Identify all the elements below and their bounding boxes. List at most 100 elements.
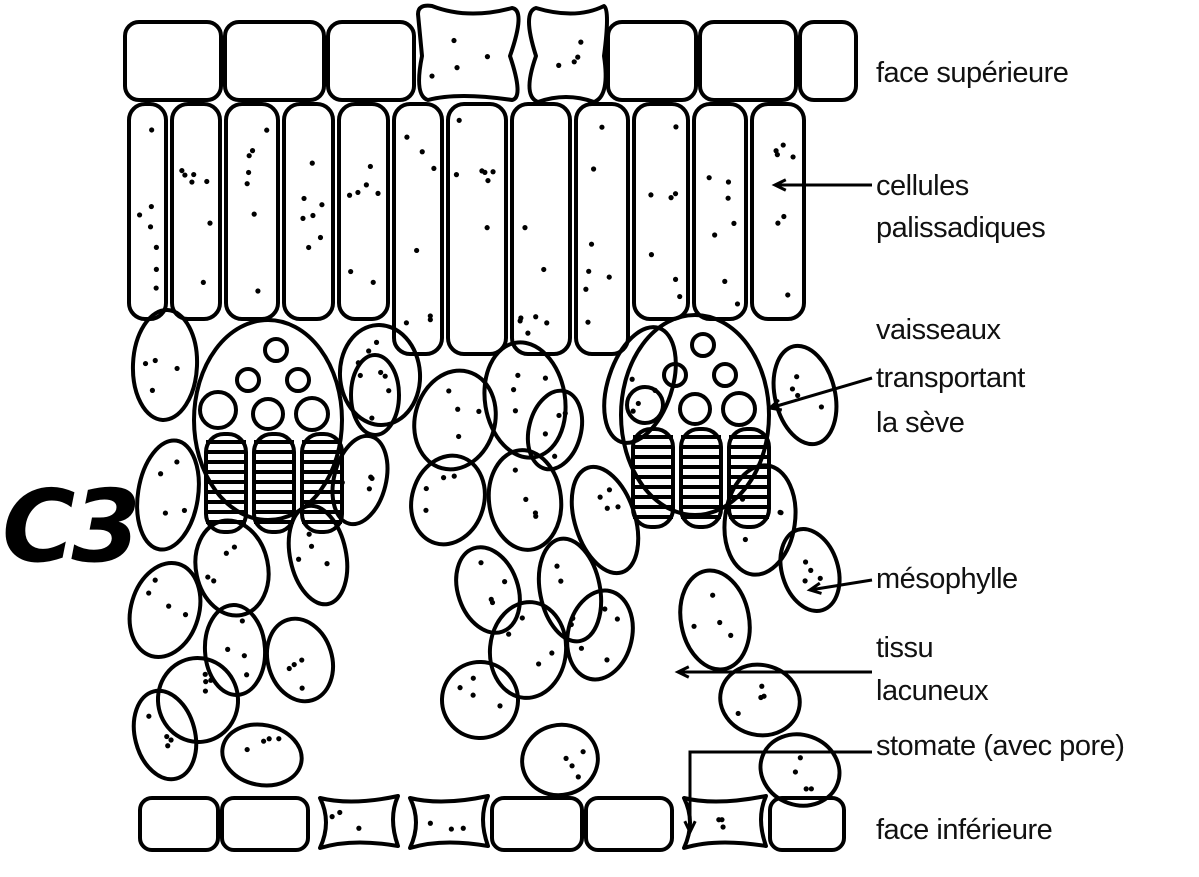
cell-dot [803, 559, 808, 564]
cell-dot [245, 747, 250, 752]
cell-dot [478, 560, 483, 565]
cell-dot [602, 606, 607, 611]
cell-dot [149, 204, 154, 209]
cell-dot [166, 604, 171, 609]
cell-dot [428, 821, 433, 826]
cell-dot [301, 196, 306, 201]
upper-epidermis-cell [125, 22, 221, 100]
palisade-cell [172, 104, 220, 319]
stomatal-guard-cell [529, 6, 607, 102]
cell-dot [364, 182, 369, 187]
cell-dot [250, 148, 255, 153]
cell-dot [245, 181, 250, 186]
cell-dot [454, 172, 459, 177]
cell-dot [150, 388, 155, 393]
cell-dot [544, 320, 549, 325]
label-vessels-line3: la sève [876, 405, 964, 441]
cell-dot [348, 269, 353, 274]
cell-dot [513, 408, 518, 413]
cell-dot [652, 388, 657, 393]
cell-dot [485, 225, 490, 230]
cell-dot [369, 415, 374, 420]
cell-dot [454, 65, 459, 70]
label-palisade-line1: cellules [876, 168, 969, 204]
cell-dot [536, 661, 541, 666]
cell-dot [818, 576, 823, 581]
cell-dot [589, 242, 594, 247]
cell-dot [775, 221, 780, 226]
cell-dot [790, 154, 795, 159]
cell-dot [719, 817, 724, 822]
cell-dot [146, 714, 151, 719]
xylem-vessel [627, 387, 663, 423]
cell-dot [740, 497, 745, 502]
cell-dot [785, 292, 790, 297]
cell-dot [252, 212, 257, 217]
cell-dot [726, 196, 731, 201]
cell-dot [728, 633, 733, 638]
cell-dot [154, 267, 159, 272]
photosynthesis-type-label: C3 [2, 468, 137, 585]
cell-dot [455, 407, 460, 412]
cell-dot [182, 508, 187, 513]
cell-dot [736, 711, 741, 716]
cell-dot [502, 579, 507, 584]
cell-dot [318, 235, 323, 240]
cell-dot [583, 287, 588, 292]
cell-dot [153, 358, 158, 363]
cell-dot [457, 118, 462, 123]
cell-dot [355, 190, 360, 195]
palisade-cell [284, 104, 333, 319]
cell-dot [424, 486, 429, 491]
cell-dot [451, 38, 456, 43]
cell-dot [449, 826, 454, 831]
cell-dot [324, 561, 329, 566]
stomatal-guard-cell [418, 6, 519, 100]
label-upper-face: face supérieure [876, 55, 1068, 91]
cell-dot [773, 148, 778, 153]
cell-dot [246, 170, 251, 175]
cell-dot [489, 597, 494, 602]
cell-dot [358, 373, 363, 378]
cell-dot [581, 749, 586, 754]
cell-dot [182, 172, 187, 177]
cell-dot [802, 578, 807, 583]
palisade-cell [394, 104, 442, 354]
cell-dot [563, 756, 568, 761]
palisade-cell [752, 104, 804, 319]
xylem-vessel [253, 399, 283, 429]
mesophyll-cell [131, 309, 200, 422]
cell-dot [743, 537, 748, 542]
cell-dot [726, 179, 731, 184]
cell-dot [309, 544, 314, 549]
cell-dot [306, 245, 311, 250]
cell-dot [367, 486, 372, 491]
cell-dot [296, 557, 301, 562]
cell-dot [232, 544, 237, 549]
cell-dot [204, 179, 209, 184]
cell-dot [452, 474, 457, 479]
cell-dot [543, 376, 548, 381]
cell-dot [461, 826, 466, 831]
xylem-vessel [265, 339, 287, 361]
cell-dot [513, 467, 518, 472]
cell-dot [148, 224, 153, 229]
cell-dot [310, 213, 315, 218]
cell-dot [307, 532, 312, 537]
cell-dot [607, 487, 612, 492]
mesophyll-cell [520, 385, 590, 475]
cell-dot [429, 73, 434, 78]
cell-dot [712, 232, 717, 237]
cell-dot [648, 192, 653, 197]
cell-dot [340, 480, 345, 485]
cell-dot [378, 370, 383, 375]
mesophyll-cell [217, 718, 307, 792]
upper-epidermis-cell [700, 22, 796, 100]
cell-dot [605, 506, 610, 511]
cell-dot [207, 221, 212, 226]
cell-dot [456, 434, 461, 439]
cell-dot [556, 413, 561, 418]
cell-dot [146, 590, 151, 595]
cell-dot [366, 348, 371, 353]
cell-dot [154, 245, 159, 250]
